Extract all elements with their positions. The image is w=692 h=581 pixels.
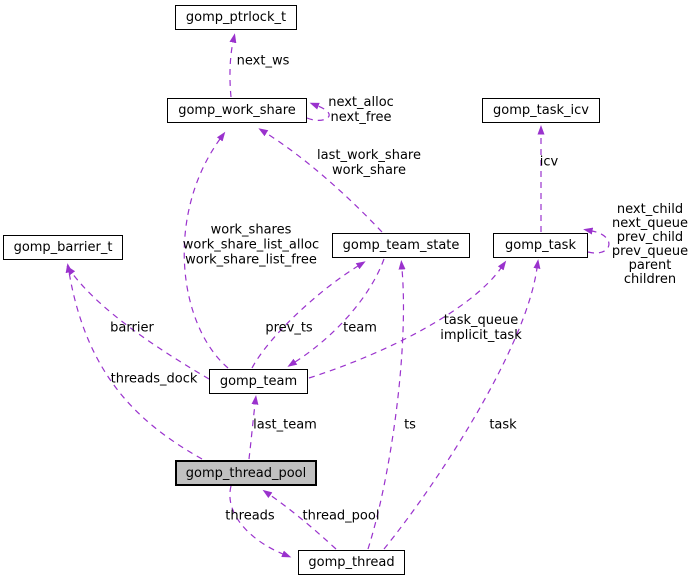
edge-barrier: [66, 265, 210, 380]
node-gomp-barrier-t[interactable]: gomp_barrier_t: [3, 235, 123, 260]
edge-next-ws: [229, 33, 237, 98]
edge-label-line: next_free: [330, 110, 392, 125]
node-gomp-thread[interactable]: gomp_thread: [298, 550, 405, 575]
edge-label-line: work_share_list_alloc: [182, 237, 320, 253]
edge-label-work-shares: work_shares work_share_list_alloc work_s…: [183, 223, 319, 268]
edge-task-queue: [308, 260, 507, 379]
edge-label-barrier: barrier: [110, 320, 154, 336]
edge-work-shares: [183, 131, 229, 369]
edge-label-threads: threads: [225, 508, 275, 524]
edge-label-prev-ts: prev_ts: [265, 320, 313, 336]
node-gomp-team[interactable]: gomp_team: [209, 369, 308, 394]
edge-label-task-queue: task_queue implicit_task: [440, 313, 521, 343]
edge-threads: [229, 485, 292, 558]
node-gomp-ptrlock-t[interactable]: gomp_ptrlock_t: [175, 5, 297, 30]
edge-label-line: prev_queue: [611, 244, 689, 259]
edge-label-ts: ts: [404, 417, 416, 433]
edge-label-line: implicit_task: [440, 328, 522, 343]
edge-label-last-work-share: last_work_share work_share: [317, 148, 421, 178]
edge-task: [383, 259, 541, 550]
edge-label-task: task: [489, 417, 517, 433]
edge-label-thread-pool: thread_pool: [302, 508, 380, 524]
edge-label-last-team: last_team: [253, 417, 317, 433]
node-gomp-work-share[interactable]: gomp_work_share: [167, 98, 307, 123]
edge-team: [287, 258, 385, 367]
edge-task-self: [583, 227, 610, 254]
edge-label-line: parent: [628, 258, 672, 273]
edge-label-task-self: next_child next_queue prev_child prev_qu…: [612, 203, 688, 287]
node-gomp-thread-pool: gomp_thread_pool: [175, 460, 317, 486]
node-gomp-task[interactable]: gomp_task: [493, 233, 588, 258]
edge-ts: [367, 260, 406, 550]
edge-label-line: work_share: [331, 163, 406, 178]
edge-prev-ts: [251, 261, 366, 369]
edge-label-line: next_child: [616, 202, 684, 217]
edge-threads-dock: [65, 263, 203, 460]
edge-last-team: [248, 395, 259, 460]
edge-label-line: children: [623, 272, 677, 287]
edge-label-line: prev_child: [616, 230, 684, 245]
edge-label-line: next_queue: [611, 216, 689, 231]
edge-label-next-alloc-free: next_alloc next_free: [328, 95, 394, 125]
edge-label-next-ws: next_ws: [236, 53, 290, 69]
edge-label-line: last_work_share: [317, 148, 421, 163]
edge-label-line: work_share_list_free: [185, 252, 317, 268]
edge-label-line: next_alloc: [328, 95, 394, 110]
edge-last-work-share: [258, 128, 383, 233]
node-gomp-team-state[interactable]: gomp_team_state: [332, 233, 470, 258]
edge-label-threads-dock: threads_dock: [110, 371, 198, 387]
edge-label-line: work_shares: [210, 222, 292, 238]
edge-label-icv: icv: [539, 154, 559, 170]
edge-next-alloc-free: [306, 102, 330, 121]
edge-label-line: task_queue: [443, 313, 519, 328]
node-gomp-task-icv[interactable]: gomp_task_icv: [482, 98, 600, 123]
edge-thread-pool: [262, 489, 337, 550]
edge-label-team: team: [343, 320, 377, 336]
